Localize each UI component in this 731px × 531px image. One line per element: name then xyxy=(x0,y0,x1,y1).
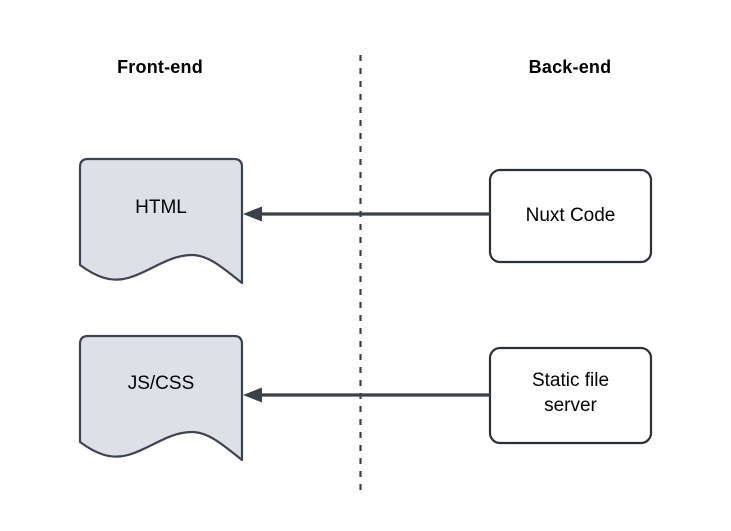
static-to-jscss-arrow[interactable] xyxy=(243,387,490,403)
static-file-server-box[interactable] xyxy=(488,346,653,445)
column-title-frontend: Front-end xyxy=(117,57,203,77)
nuxt-to-html-arrow-head xyxy=(243,206,262,222)
nuxt-code-box[interactable] xyxy=(488,168,653,264)
html-document-shape[interactable] xyxy=(78,157,244,285)
static-to-jscss-arrow-head xyxy=(243,387,262,403)
jscss-document-shape[interactable] xyxy=(78,334,244,462)
column-title-backend: Back-end xyxy=(528,57,612,77)
nuxt-to-html-arrow[interactable] xyxy=(243,206,490,222)
